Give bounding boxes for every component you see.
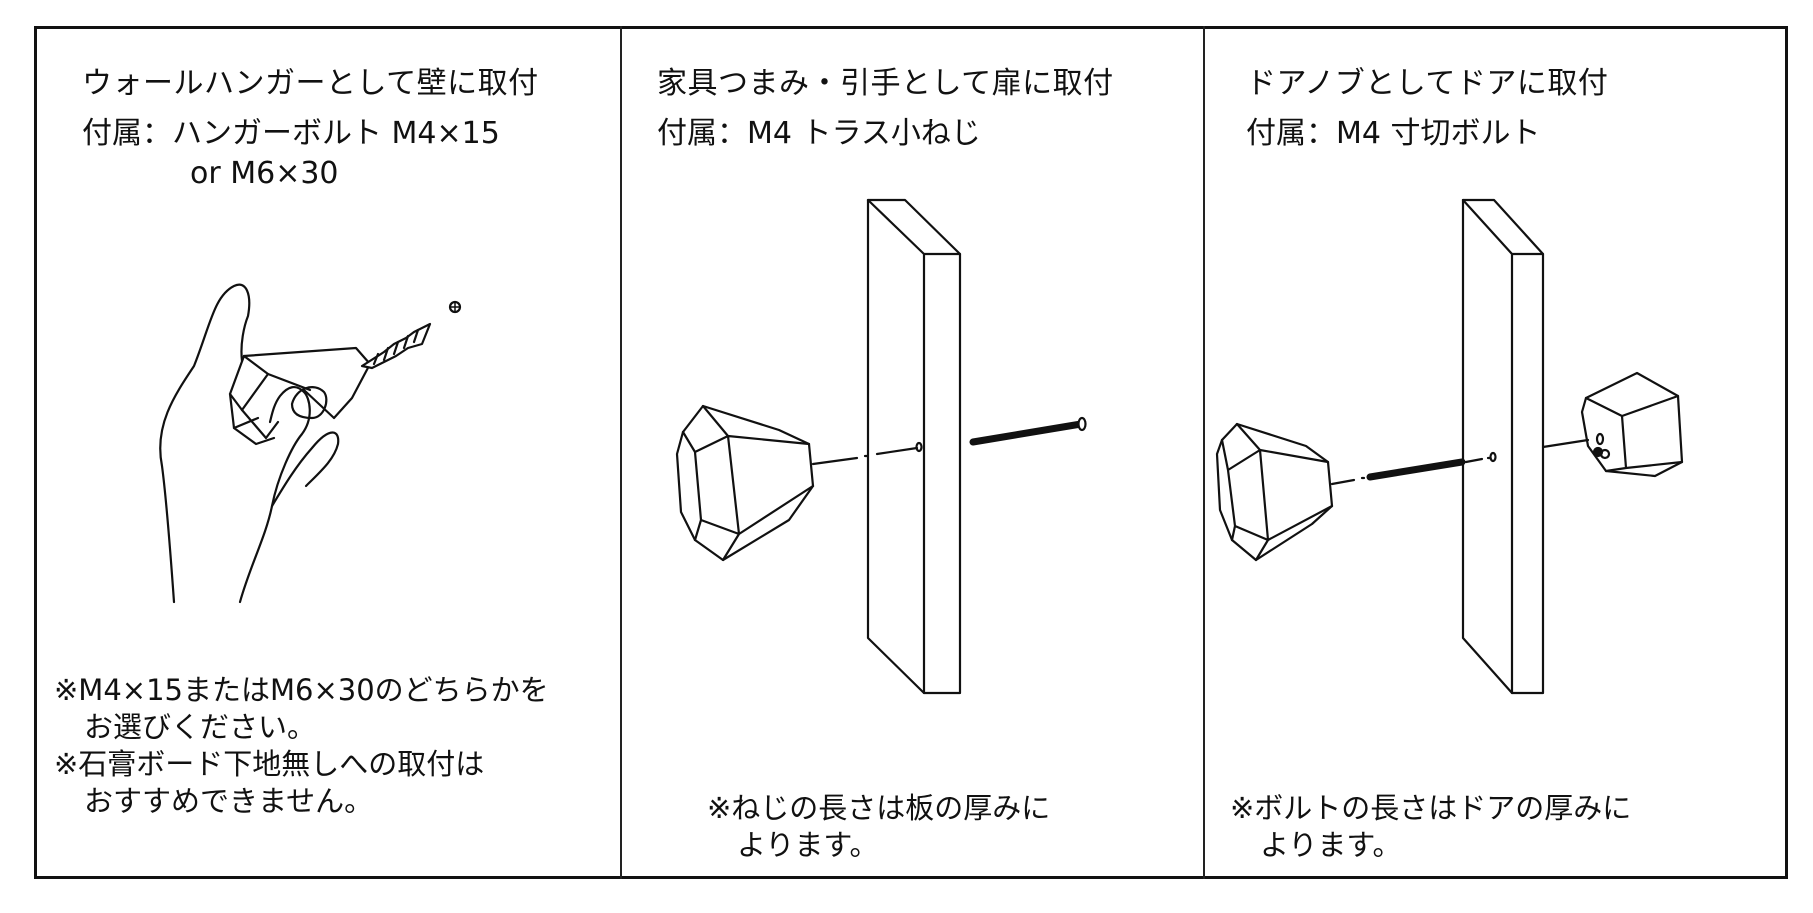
- panel-divider-2: [1203, 26, 1205, 879]
- panel-title: ドアノブとしてドアに取付: [1246, 66, 1609, 101]
- accessory-label: 付属：M4 寸切ボルト: [1246, 116, 1541, 151]
- panel-title: 家具つまみ・引手として扉に取付: [657, 66, 1114, 101]
- hand-holding-knob-icon: [159, 283, 462, 604]
- note-drywall-warning: ※石膏ボード下地無しへの取付は おすすめできません。: [54, 747, 485, 818]
- panel-door-knob: ドアノブとしてドアに取付 付属：M4 寸切ボルト ※ボルトの長さはドアの厚みに …: [1204, 26, 1788, 879]
- note-bolt-choice: ※M4×15またはM6×30のどちらかを お選びください。: [54, 673, 549, 744]
- panel-wall-hanger: ウォールハンガーとして壁に取付 付属：ハンガーボルト M4×15 or M6×3…: [34, 26, 621, 879]
- accessory-label-alt: or M6×30: [190, 156, 339, 191]
- note-bolt-length: ※ボルトの長さはドアの厚みに よります。: [1230, 791, 1632, 862]
- panel-furniture-knob: 家具つまみ・引手として扉に取付 付属：M4 トラス小ねじ ※ねじの長さは板の厚み…: [621, 26, 1204, 879]
- accessory-label: 付属：ハンガーボルト M4×15: [82, 116, 500, 151]
- panel-divider-1: [620, 26, 622, 879]
- instruction-table-frame: [34, 26, 1788, 879]
- furniture-knob-assembly-icon: [675, 198, 1087, 695]
- note-screw-length: ※ねじの長さは板の厚みに よります。: [707, 791, 1051, 862]
- accessory-label: 付属：M4 トラス小ねじ: [657, 116, 981, 151]
- door-knob-assembly-icon: [1215, 198, 1684, 695]
- panel-title: ウォールハンガーとして壁に取付: [82, 66, 539, 101]
